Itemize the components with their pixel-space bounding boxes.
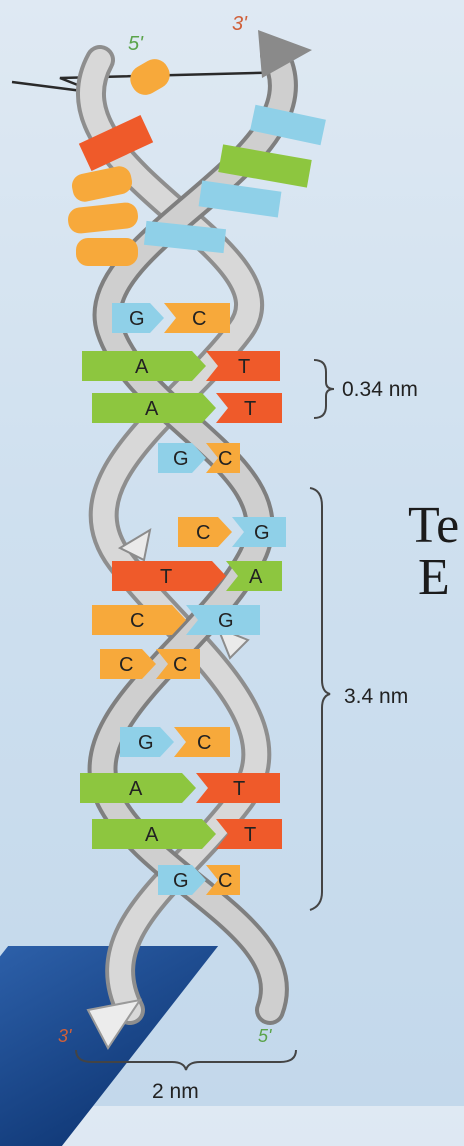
base-letter-left-7: C xyxy=(130,610,144,632)
base-letter-left-1: G xyxy=(129,308,145,330)
base-letter-right-1: C xyxy=(192,308,206,330)
base-letter-left-3: A xyxy=(145,398,159,420)
base-letter-right-6: A xyxy=(249,566,263,588)
base-letter-right-10: T xyxy=(233,778,245,800)
base-letter-right-2: T xyxy=(238,356,250,378)
base-letter-right-3: T xyxy=(244,398,256,420)
slide-title-line-2: E xyxy=(418,552,464,604)
base-letter-left-6: T xyxy=(160,566,172,588)
base-letter-right-11: T xyxy=(244,824,256,846)
base-letter-right-5: G xyxy=(254,522,270,544)
strand-end-label-3-prime-bottom: 3' xyxy=(58,1026,72,1046)
strand-end-label-5-prime-bottom: 5' xyxy=(258,1026,272,1046)
strand-end-label-5-prime-top: 5' xyxy=(128,33,144,55)
base-letter-left-12: G xyxy=(173,870,189,892)
slide-title-line-1: Te xyxy=(408,500,464,552)
strand-end-label-3-prime-top: 3' xyxy=(232,13,248,35)
helical-pitch-label: 3.4 nm xyxy=(344,685,408,708)
base-letter-right-7: G xyxy=(218,610,234,632)
base-letter-left-8: C xyxy=(119,654,133,676)
base-letter-left-4: G xyxy=(173,448,189,470)
rise-per-base-label: 0.34 nm xyxy=(342,378,418,401)
base-letter-left-10: A xyxy=(129,778,143,800)
base-letter-left-5: C xyxy=(196,522,210,544)
base-letter-right-8: C xyxy=(173,654,187,676)
base-letter-right-4: C xyxy=(218,448,232,470)
base-letter-right-9: C xyxy=(197,732,211,754)
diameter-label: 2 nm xyxy=(152,1080,199,1103)
pitch-brace xyxy=(310,488,330,910)
base-letter-left-2: A xyxy=(135,356,149,378)
rise-brace xyxy=(314,360,334,418)
diameter-brace xyxy=(76,1050,296,1070)
base-letter-right-12: C xyxy=(218,870,232,892)
base-letter-left-9: G xyxy=(138,732,154,754)
base-letter-left-11: A xyxy=(145,824,159,846)
